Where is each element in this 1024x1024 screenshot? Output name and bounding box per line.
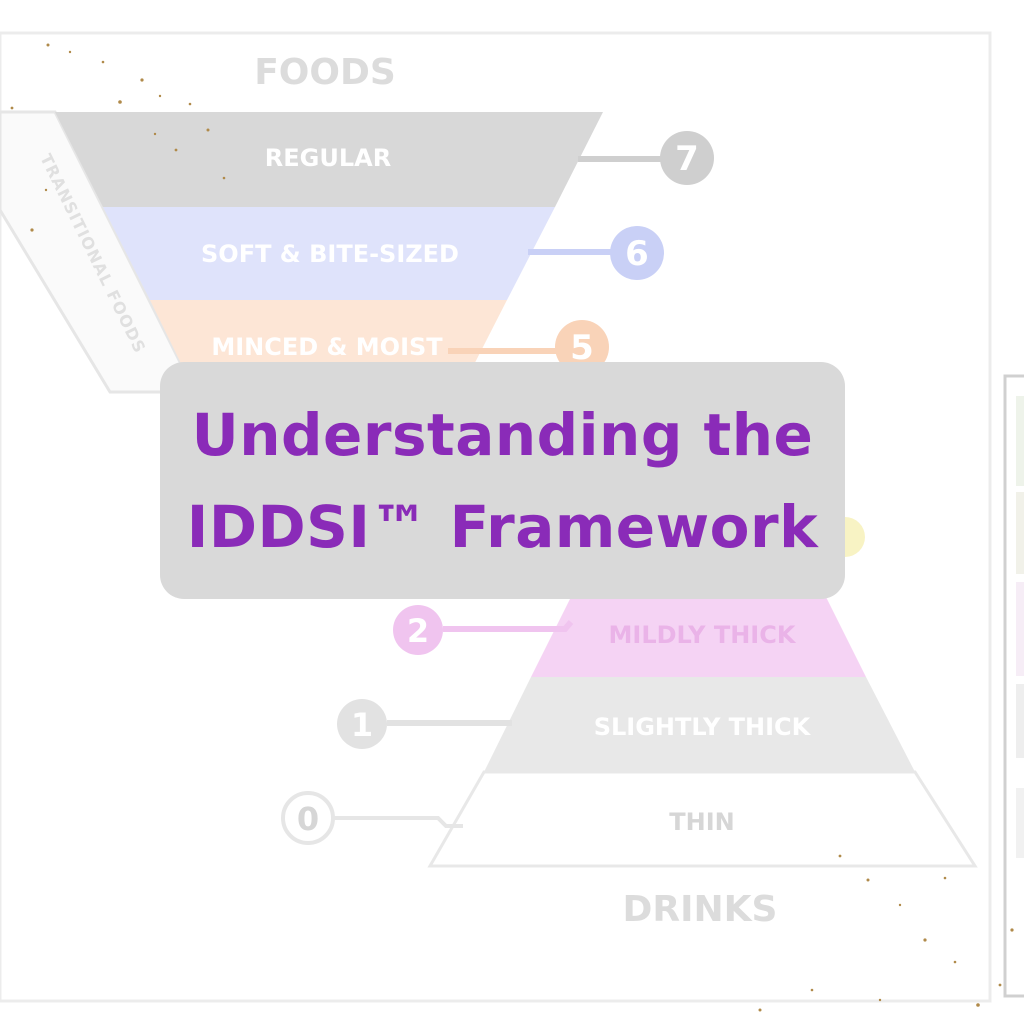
level-0-label: THIN (669, 808, 734, 836)
level-0-badge (281, 791, 335, 845)
diagram-frame (0, 31, 992, 1003)
title-line-1: Understanding the (191, 400, 814, 469)
level-2-connector (443, 620, 574, 632)
level-5-badge (555, 320, 609, 374)
level-0-number: 0 (297, 800, 319, 838)
title-line-2: IDDSI™ Framework (186, 492, 819, 561)
side-panel (1003, 374, 1024, 998)
level-5-number: 5 (570, 328, 594, 368)
foods-heading: FOODS (254, 52, 396, 93)
level-6-band (103, 207, 555, 300)
level-6-number: 6 (625, 234, 649, 274)
level-5-label: MINCED & MOIST (211, 333, 443, 361)
level-6-label: SOFT & BITE-SIZED (201, 240, 459, 268)
level-1-label: SLIGHTLY THICK (594, 713, 812, 741)
transitional-foods-band (0, 110, 198, 394)
level-6-badge (610, 226, 664, 280)
level-2-badge (393, 605, 443, 655)
level-1-number: 1 (351, 706, 373, 744)
level-2-band (531, 585, 866, 677)
level-7-badge (660, 131, 714, 185)
level-7-number: 7 (675, 139, 699, 179)
level-7-label: REGULAR (265, 144, 391, 172)
gold-speckles (10, 43, 1014, 1012)
level-7-band (55, 112, 603, 207)
title-card: Understanding the IDDSI™ Framework (160, 362, 845, 599)
level-1-badge (337, 699, 387, 749)
level-0-connector (333, 816, 463, 828)
level-1-band (484, 677, 915, 772)
level-2-number: 2 (407, 612, 429, 650)
level-0-band (427, 770, 978, 868)
level-2-label: MILDLY THICK (609, 621, 797, 649)
drinks-heading: DRINKS (623, 889, 778, 930)
